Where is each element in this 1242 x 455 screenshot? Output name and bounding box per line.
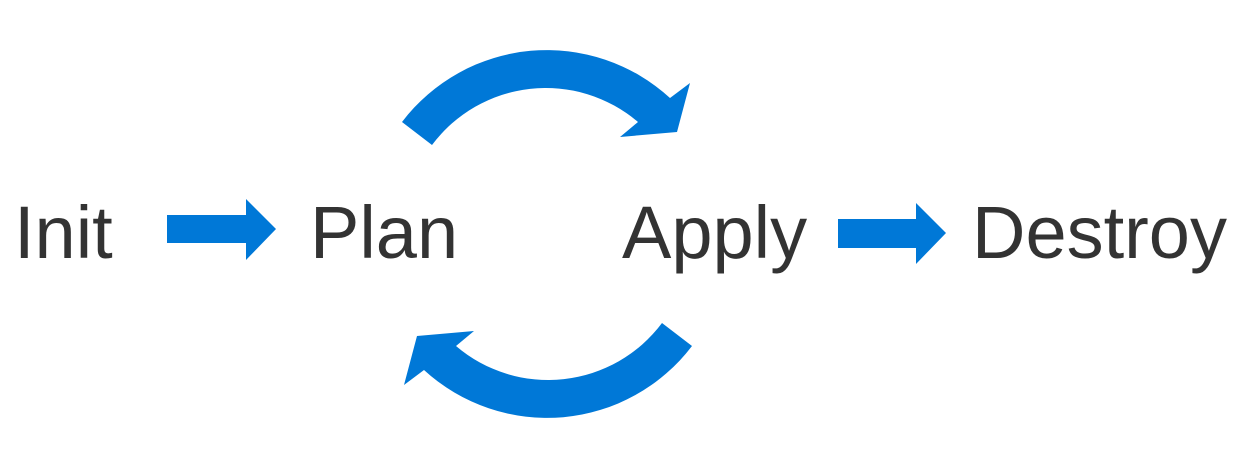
- stage-init-label: Init: [14, 191, 113, 274]
- arrow-init-to-plan: [167, 199, 276, 260]
- stage-destroy-label: Destroy: [972, 191, 1227, 274]
- stage-apply-label: Apply: [622, 191, 808, 274]
- curved-arrow-plan-to-apply: [402, 50, 690, 145]
- curved-arrow-apply-to-plan: [404, 323, 692, 418]
- stage-plan-label: Plan: [310, 191, 459, 274]
- arrow-apply-to-destroy: [838, 203, 946, 264]
